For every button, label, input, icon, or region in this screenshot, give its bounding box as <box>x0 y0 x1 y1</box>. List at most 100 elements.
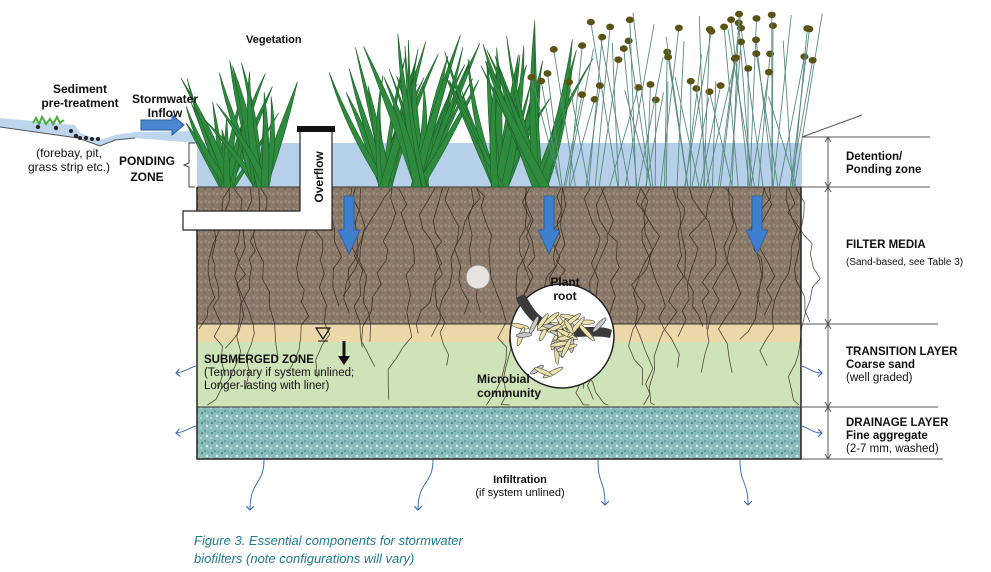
reed-stem <box>564 48 595 188</box>
reed-seed-head <box>752 50 761 57</box>
microbe <box>547 324 562 333</box>
reed-seed-head <box>590 96 599 103</box>
filter-media-label: FILTER MEDIA (Sand-based, see Table 3) <box>846 239 963 269</box>
microbe <box>592 317 607 333</box>
root <box>677 187 715 337</box>
reed-stem <box>699 85 722 188</box>
flow-arrow <box>337 195 361 255</box>
grass-blade <box>383 76 422 188</box>
reed-seed-head <box>808 56 817 64</box>
reed-seed-head <box>686 77 695 85</box>
grass-blade <box>529 25 541 188</box>
filter-media-note: (Sand-based, see Table 3) <box>846 257 964 269</box>
reed-seed-head <box>731 54 740 61</box>
plant-root-line2: root <box>553 288 577 303</box>
reed-seed-head <box>705 88 714 95</box>
root <box>787 187 821 406</box>
reed-stem <box>717 58 736 188</box>
grass-blade <box>410 34 461 188</box>
reed-seed-head <box>614 56 623 63</box>
infiltration-label: Infiltration (if system unlined) <box>460 474 580 499</box>
root <box>351 187 366 348</box>
reed-stem <box>676 41 685 188</box>
reed-seed-head <box>578 91 587 98</box>
caption-line2: biofilters (note configurations will var… <box>194 551 415 566</box>
root <box>521 187 536 293</box>
lateral-exfiltration-arrows <box>176 365 822 433</box>
submerged-note-line2: Longer-lasting with liner) <box>204 380 330 393</box>
water-table-symbol <box>314 327 332 342</box>
root <box>387 187 416 400</box>
root <box>672 187 704 327</box>
reed-stem <box>547 73 563 188</box>
reed-stem <box>609 87 639 188</box>
ponding-brace <box>182 142 195 188</box>
infiltration-arrows <box>250 459 748 510</box>
reed-stem <box>667 56 689 188</box>
root <box>359 187 393 342</box>
grass-blade <box>532 57 594 188</box>
root <box>689 187 717 330</box>
reed-stem <box>585 85 601 188</box>
sediment-title-line1: Sediment <box>52 82 107 96</box>
reed-stem <box>772 15 792 188</box>
submerged-down-arrow <box>338 341 350 365</box>
reed-seed-head <box>735 10 744 18</box>
root <box>633 187 661 406</box>
root <box>718 187 742 373</box>
detention-label: Detention/ Ponding zone <box>846 151 921 177</box>
reed-stem <box>531 77 562 188</box>
drainage-sub: Fine aggregate <box>846 430 928 443</box>
reed-stem <box>731 14 740 188</box>
reed-stem <box>749 18 757 188</box>
dimension-lines <box>801 114 943 460</box>
reed-seed-head <box>692 85 701 92</box>
grass-blade <box>185 106 234 188</box>
root <box>518 187 531 314</box>
reed-stem <box>628 40 652 188</box>
reed-stem <box>588 37 603 188</box>
transition-sub: Coarse sand <box>846 359 916 372</box>
reed-seed-head <box>578 42 587 49</box>
reed-stem <box>674 76 700 188</box>
reed-stem <box>750 72 770 188</box>
microbe <box>564 319 574 334</box>
root <box>418 187 450 366</box>
root <box>640 187 680 368</box>
reed-seed-head <box>752 15 761 22</box>
transition-layer-label: TRANSITION LAYER Coarse sand (well grade… <box>846 346 957 386</box>
overflow-pipe <box>182 126 335 231</box>
drainage-layer-label: DRAINAGE LAYER Fine aggregate (2-7 mm, w… <box>846 417 948 457</box>
drainage-title: DRAINAGE LAYER <box>846 417 949 429</box>
grass-blade <box>484 60 551 188</box>
submerged-zone-label: SUBMERGED ZONE (Temporary if system unli… <box>204 354 354 394</box>
detention-line2: Ponding zone <box>846 164 922 177</box>
transition-title: TRANSITION LAYER <box>846 346 958 358</box>
inflow-arrow <box>140 113 185 137</box>
stormwater-inflow-label: Stormwater Inflow <box>130 92 200 121</box>
reed-stem <box>698 15 706 188</box>
reed-seed-head <box>565 78 574 86</box>
grass-blade <box>489 67 500 188</box>
reed-stem <box>793 13 823 188</box>
flow-arrow <box>745 195 769 255</box>
transition-note: (well graded) <box>846 372 913 385</box>
reed-seed-head <box>625 16 634 24</box>
reed-stem <box>611 42 620 188</box>
reed-stem <box>691 97 710 188</box>
reed-seed-head <box>767 11 776 19</box>
grass-blade <box>216 103 271 188</box>
reed-seed-head <box>543 70 552 77</box>
microbial-line1: Microbial <box>477 372 530 386</box>
sediment-note-line2: grass strip etc.) <box>27 159 111 174</box>
reed-seed-head <box>586 18 595 26</box>
reed-seed-head <box>527 73 536 81</box>
reed-stem <box>705 57 737 188</box>
reed-stem <box>729 41 742 188</box>
overflow-label: Overflow <box>312 151 327 203</box>
reed-stem <box>590 22 619 188</box>
reed-seed-head <box>634 84 643 91</box>
grass-blade <box>414 79 480 188</box>
plant-root-line1: Plant <box>550 275 580 289</box>
reed-seed-head <box>803 25 812 32</box>
